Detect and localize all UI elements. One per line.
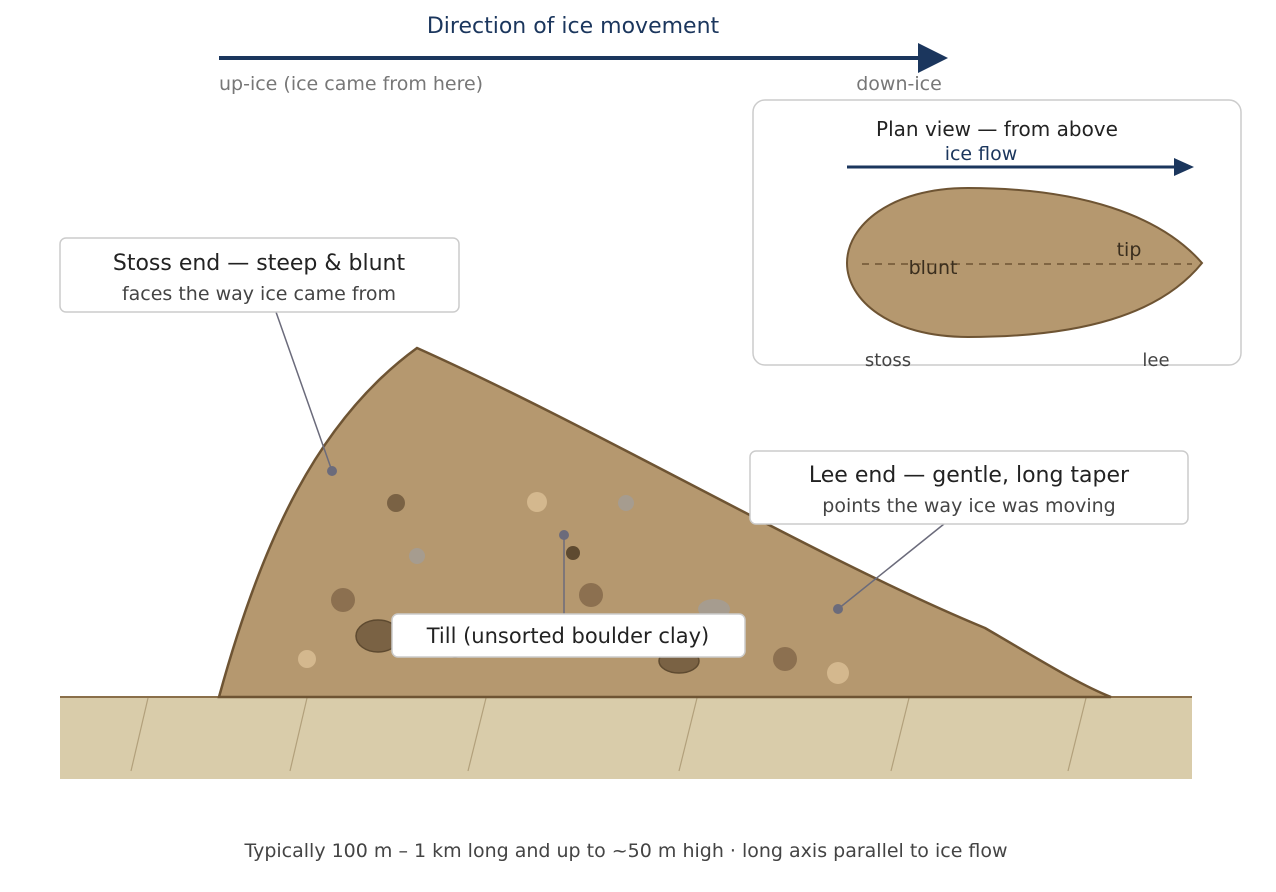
lee-callout-subtitle: points the way ice was moving — [822, 495, 1115, 517]
plan-flow-arrowhead — [1174, 158, 1194, 176]
stoss-callout-subtitle: faces the way ice came from — [122, 283, 396, 305]
lee-callout-title: Lee end — gentle, long taper — [809, 463, 1130, 488]
till-leader-dot — [559, 530, 569, 540]
ice-movement-arrow — [219, 43, 948, 73]
plan-view-panel: Plan view — from above ice flow blunt ti… — [752, 99, 1242, 371]
movement-title: Direction of ice movement — [427, 14, 720, 39]
till-callout: Till (unsorted boulder clay) — [391, 530, 746, 658]
stoss-leader-dot — [327, 466, 337, 476]
stoss-callout-title: Stoss end — steep & blunt — [113, 251, 406, 276]
plan-stoss-label: stoss — [865, 350, 911, 371]
bedrock-ground — [60, 696, 1192, 779]
footer-caption: Typically 100 m – 1 km long and up to ~5… — [243, 840, 1007, 862]
drumlin-profile — [217, 346, 1112, 699]
plan-lee-label: lee — [1142, 350, 1169, 371]
plan-flow-label: ice flow — [945, 143, 1018, 165]
plan-drumlin-outline — [845, 186, 1204, 339]
stoss-callout: Stoss end — steep & blunt faces the way … — [59, 237, 460, 476]
plan-view-title: Plan view — from above — [876, 117, 1118, 141]
lee-callout: Lee end — gentle, long taper points the … — [749, 450, 1189, 614]
plan-blunt-label: blunt — [909, 257, 958, 279]
till-callout-title: Till (unsorted boulder clay) — [426, 624, 710, 648]
down-ice-label: down-ice — [856, 73, 942, 95]
up-ice-label: up-ice (ice came from here) — [219, 73, 483, 95]
lee-leader-dot — [833, 604, 843, 614]
plan-tip-label: tip — [1117, 239, 1142, 261]
